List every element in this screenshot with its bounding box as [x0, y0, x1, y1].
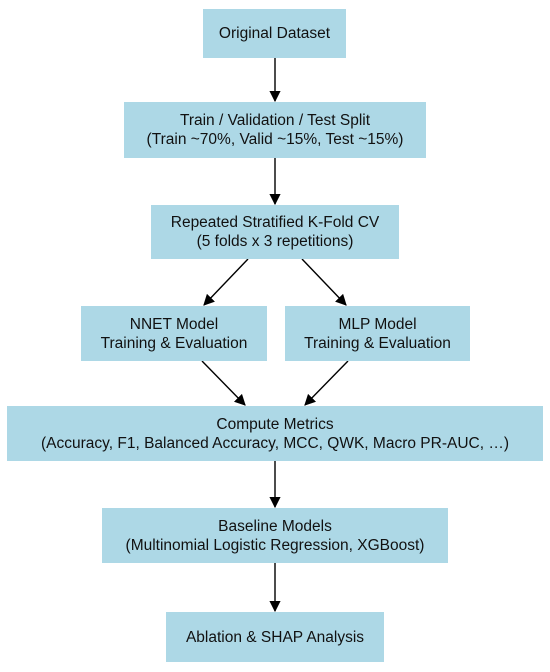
node-original-dataset: Original Dataset [203, 9, 346, 58]
node-baseline-models: Baseline Models (Multinomial Logistic Re… [102, 508, 448, 563]
node-split-label: Train / Validation / Test Split [179, 112, 371, 129]
node-cv-label: Repeated Stratified K-Fold CV [170, 214, 380, 231]
node-split-detail: (Train ~70%, Valid ~15%, Test ~15%) [146, 131, 404, 148]
node-mlp-model: MLP Model Training & Evaluation [285, 306, 470, 361]
node-mlp-label: MLP Model [338, 315, 417, 333]
node-nnet-detail: Training & Evaluation [100, 334, 248, 352]
node-compute-metrics: Compute Metrics (Accuracy, F1, Balanced … [7, 406, 543, 461]
node-nnet-model: NNET Model Training & Evaluation [81, 306, 267, 361]
node-mlp-detail: Training & Evaluation [304, 334, 451, 352]
node-metrics-label: Compute Metrics [216, 415, 334, 433]
node-baseline-label: Baseline Models [218, 517, 332, 535]
arrow-cv-to-mlp [301, 258, 347, 306]
arrow-nnet-to-metrics [201, 360, 246, 406]
node-metrics-detail: (Accuracy, F1, Balanced Accuracy, MCC, Q… [41, 434, 509, 452]
node-nnet-label: NNET Model [129, 315, 219, 333]
arrow-cv-to-nnet [203, 258, 249, 306]
arrow-mlp-to-metrics [304, 360, 349, 406]
node-train-validation-test-split: Train / Validation / Test Split (Train ~… [124, 102, 426, 158]
node-repeated-kfold-cv: Repeated Stratified K-Fold CV (5 folds x… [151, 205, 399, 259]
node-original-dataset-label: Original Dataset [218, 25, 331, 42]
node-ablation-shap: Ablation & SHAP Analysis [166, 612, 384, 662]
node-ablation-label: Ablation & SHAP Analysis [185, 628, 365, 646]
node-cv-detail: (5 folds x 3 repetitions) [196, 233, 354, 250]
node-baseline-detail: (Multinomial Logistic Regression, XGBoos… [125, 536, 425, 554]
